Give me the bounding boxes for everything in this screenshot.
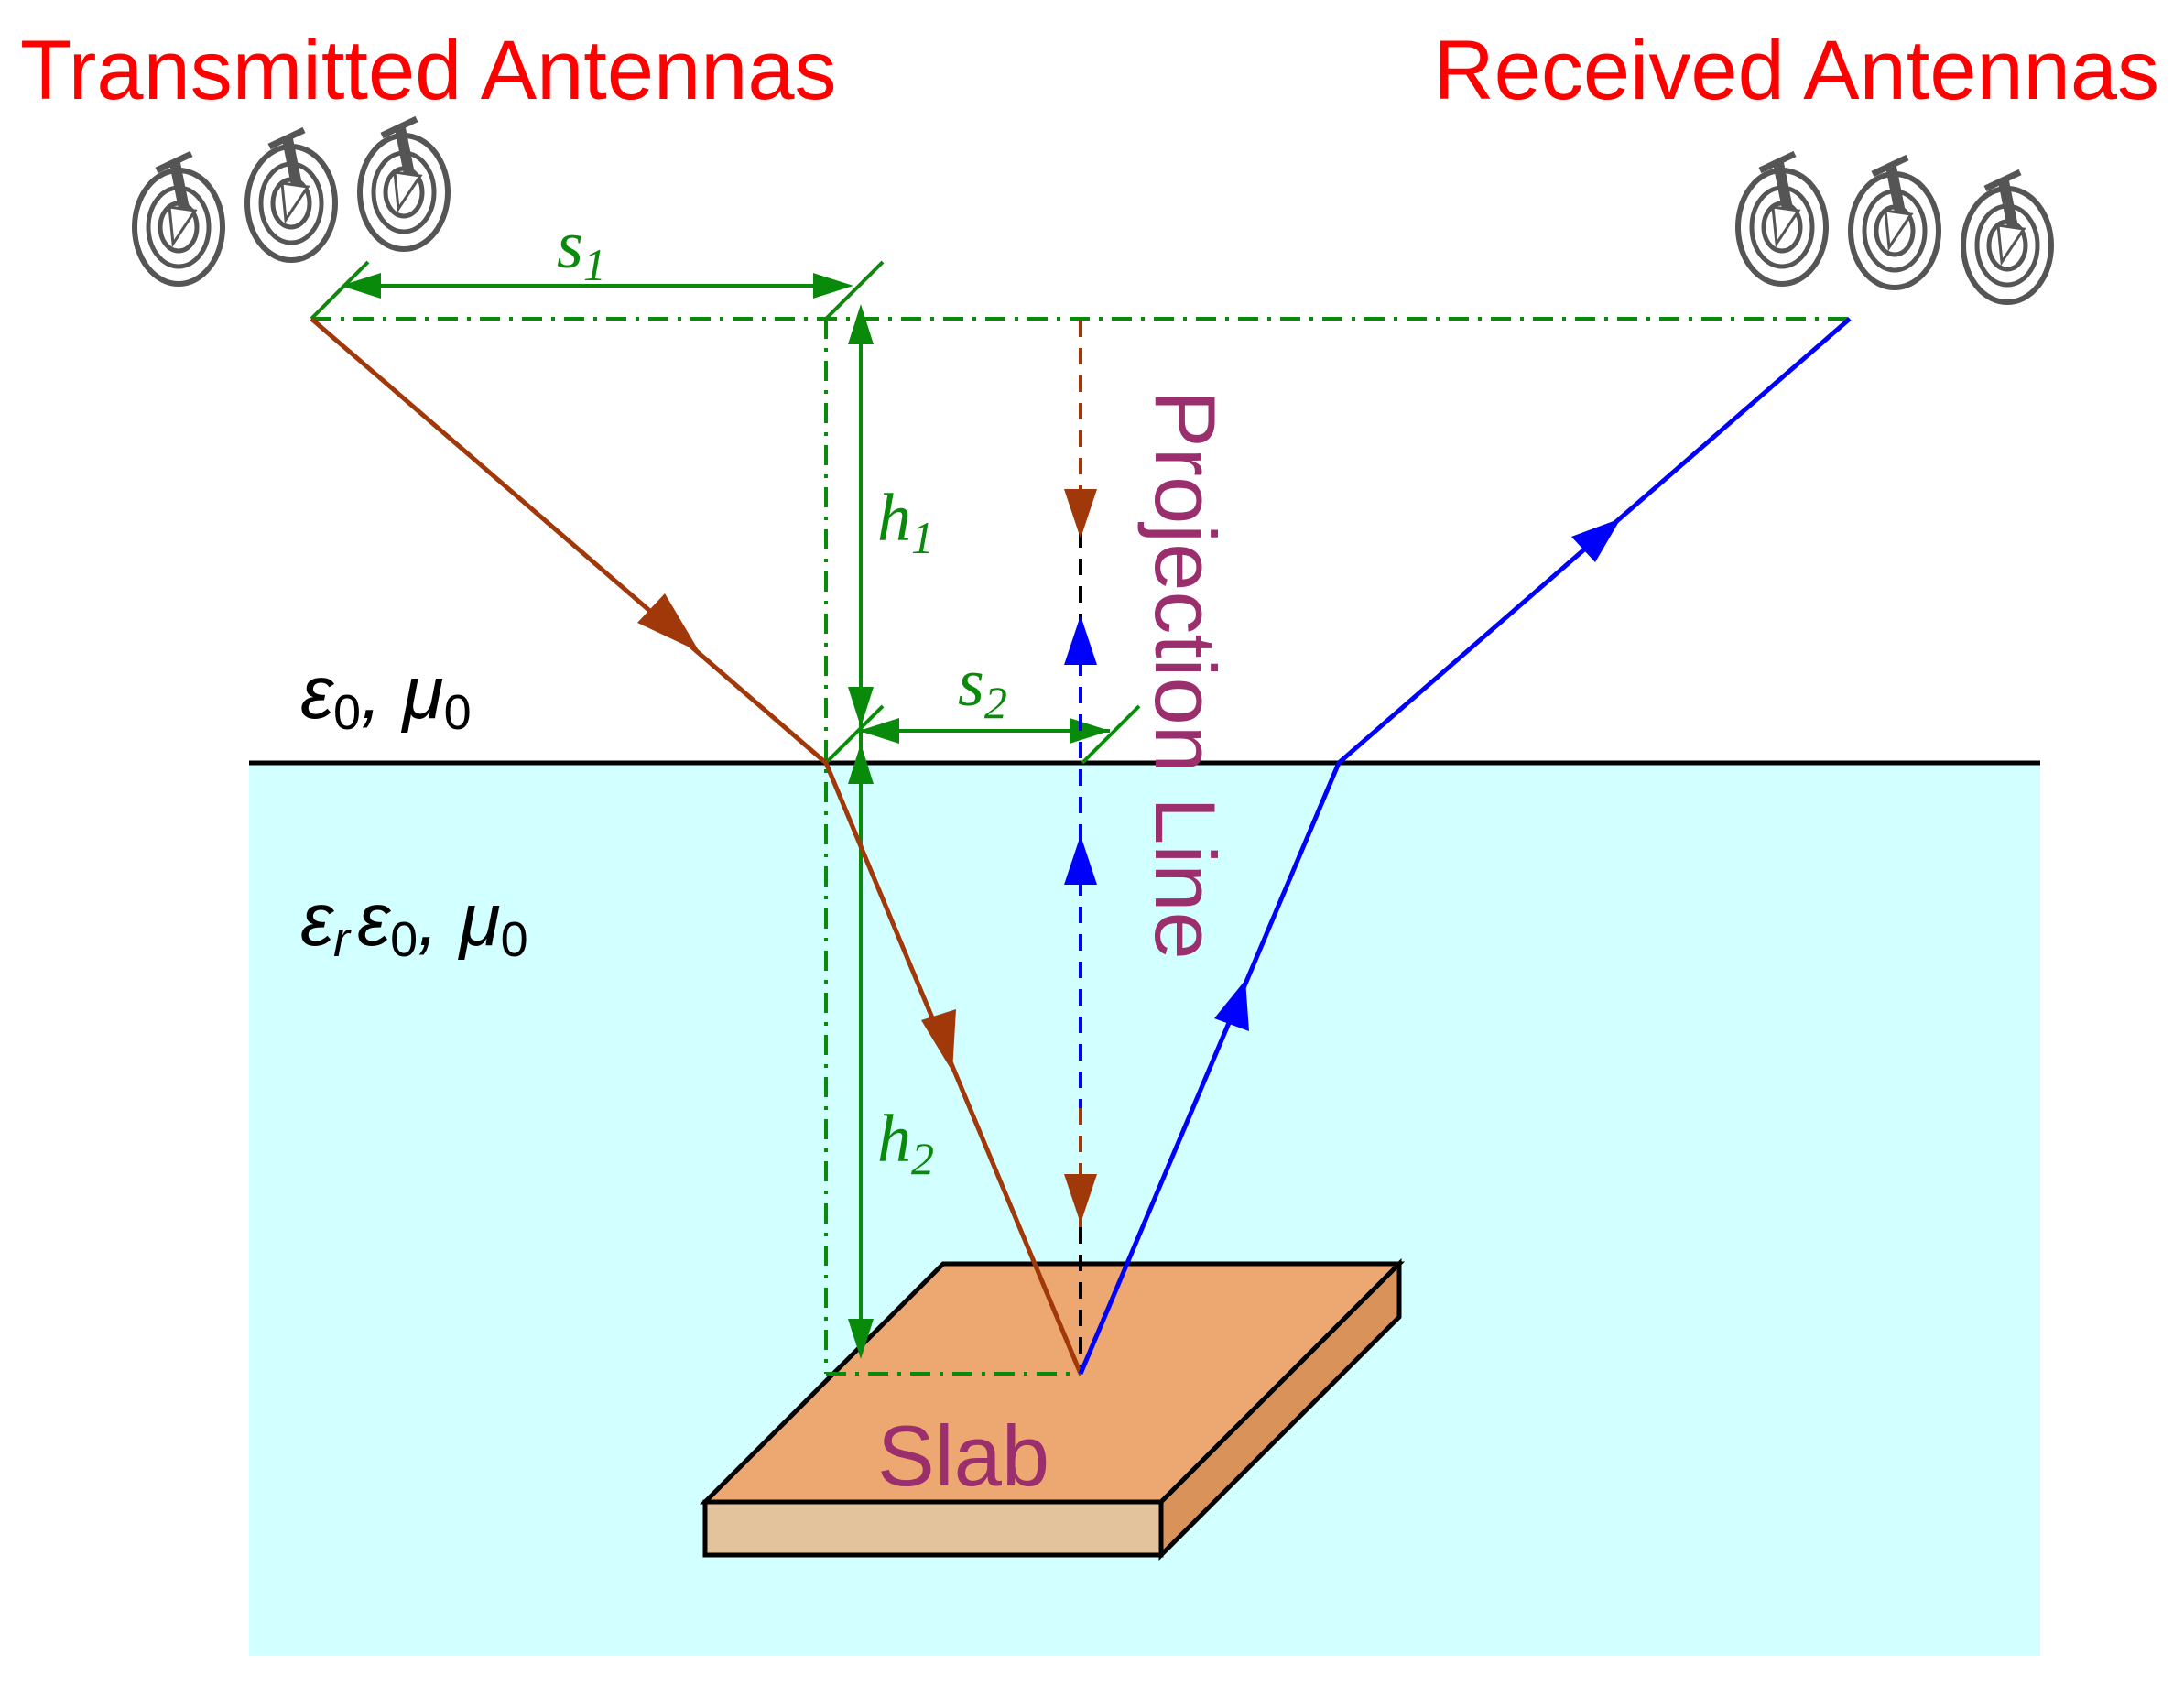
h2-label: h2 [877,1102,934,1184]
slab-side-face [1158,1257,1402,1561]
antenna-dish-icon [1963,172,2051,302]
reference-lines [311,317,1850,1376]
transmitted-antennas [135,119,448,284]
s2-label: s2 [958,646,1007,728]
antenna-dish-icon [1851,158,1939,288]
lower-medium-label: εrε0, μ0 [300,878,528,967]
antenna-dish-icon [247,130,335,260]
projection-line [1064,321,1097,1374]
received-antennas-label: Received Antennas [1433,24,2159,117]
dimension-s2 [824,704,1141,765]
dimension-h [848,304,874,1359]
received-antennas [1738,154,2051,302]
upper-medium-label: ε0, μ0 [300,651,472,740]
s1-label: s1 [557,208,606,290]
transmitted-antennas-label: Transmitted Antennas [20,24,837,117]
incident-ray [310,317,1083,1375]
antenna-dish-icon [1738,154,1826,284]
slab-front-face [702,1499,1164,1558]
antenna-dish-icon [135,154,223,284]
h1-label: h1 [877,481,934,563]
antenna-dish-icon [360,119,448,249]
projection-line-label: Projection Line [1137,390,1233,960]
reflected-ray [1078,317,1852,1375]
dimension-s1 [310,260,885,321]
slab-label: Slab [877,1408,1049,1504]
slab [699,1257,1406,1561]
